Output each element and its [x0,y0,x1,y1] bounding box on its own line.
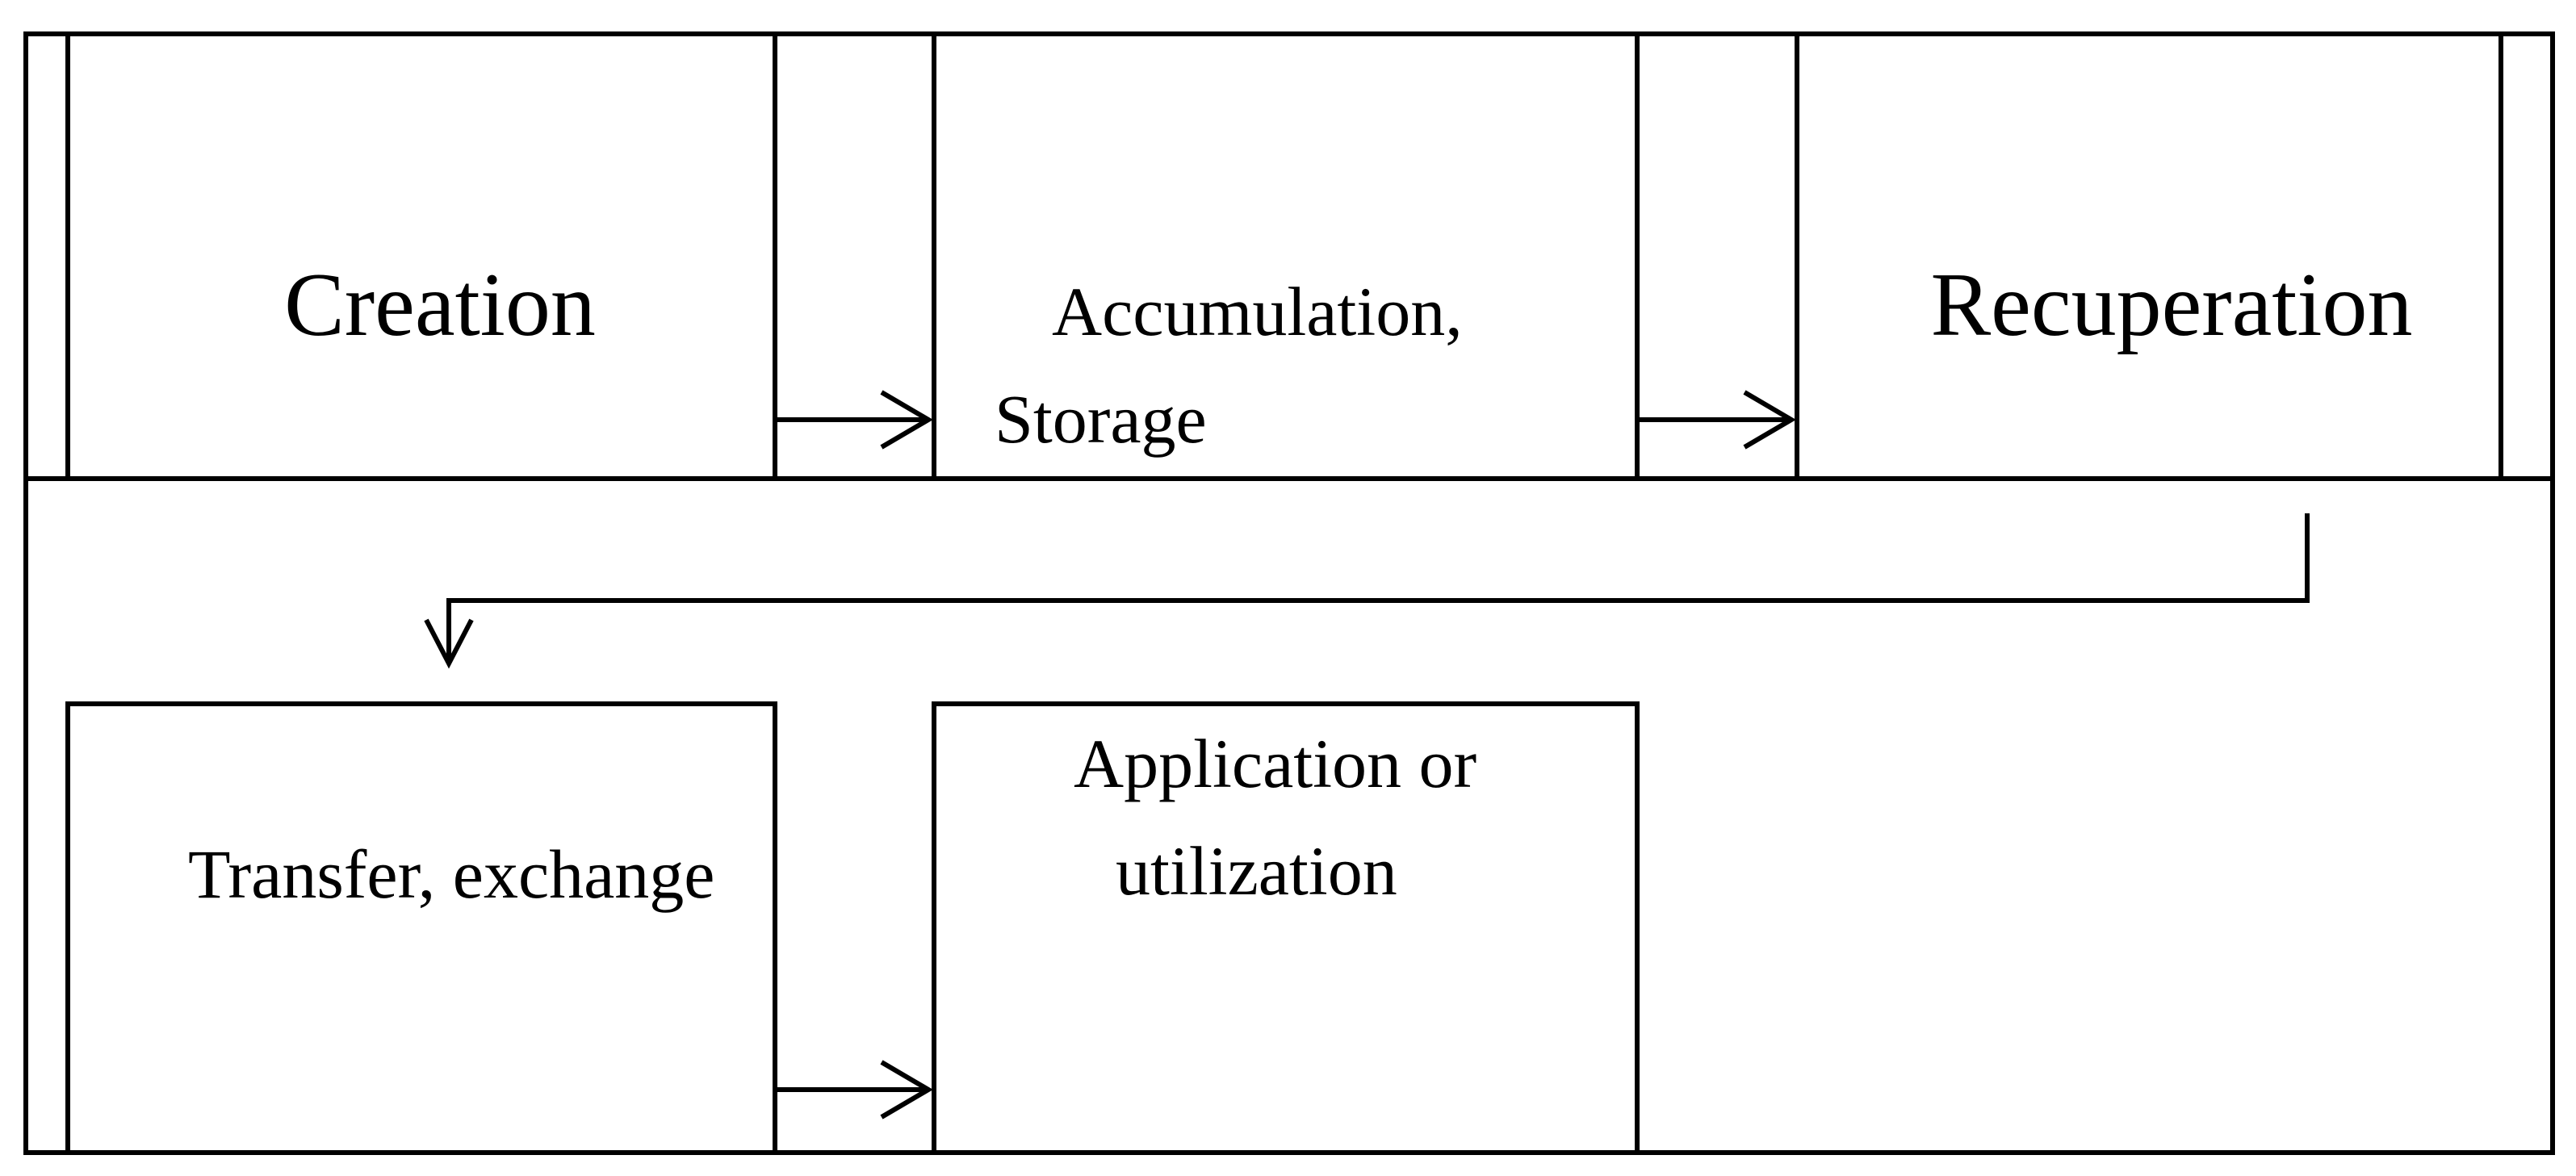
node-application-line2: utilization [1116,832,1397,910]
node-transfer-box [65,701,777,1155]
node-creation: Creation [65,31,777,481]
node-recuperation: Recuperation [1795,31,2503,481]
arrow-accumulation-to-recuperation [1637,390,1796,450]
node-application-line1: Application or [1074,725,1476,802]
node-accumulation-line2: Storage [995,380,1207,458]
node-creation-label: Creation [284,255,596,355]
node-accumulation-box [932,31,1640,481]
node-application: Application or utilization [932,701,1640,1155]
node-accumulation-line1: Accumulation, [1052,273,1463,350]
node-recuperation-box [1795,31,2503,481]
node-creation-box [65,31,777,481]
node-transfer-label: Transfer, exchange [188,835,714,913]
arrow-creation-to-accumulation [775,390,933,450]
node-application-box [932,701,1640,1155]
node-accumulation: Accumulation, Storage [932,31,1640,481]
node-recuperation-label: Recuperation [1930,255,2412,355]
arrow-transfer-to-application [775,1060,933,1120]
arrow-recuperation-to-transfer [424,513,2310,669]
node-transfer: Transfer, exchange [65,701,777,1155]
